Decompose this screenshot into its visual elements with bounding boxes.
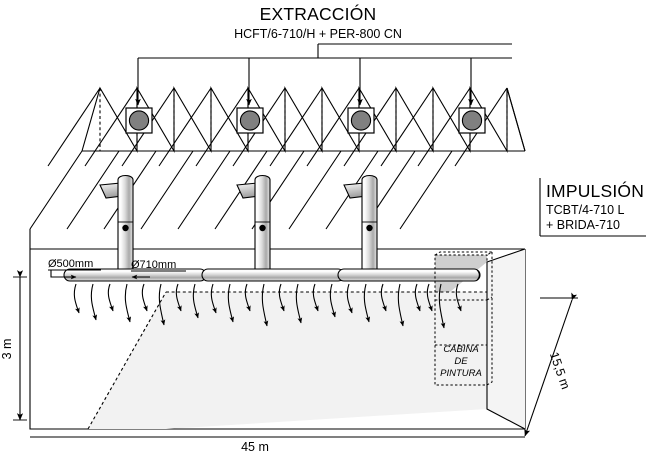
dimension-depth: 15,5 m [524, 292, 578, 437]
booth-outline-top [434, 251, 494, 256]
supply-column-2 [236, 174, 271, 277]
extraction-manifold [135, 57, 512, 106]
supply-node-2 [259, 224, 266, 232]
supply-columns [99, 174, 378, 277]
duct-branch-leader [50, 270, 77, 280]
height-dim-text: 3 m [0, 339, 14, 360]
fan-unit-2 [236, 107, 264, 134]
building-volume [29, 229, 526, 430]
booth-label-line3: PINTURA [440, 368, 482, 379]
booth-label-line1: CABINA [443, 344, 478, 355]
impulsion-label-group: IMPULSIÓN TCBT/4-710 L + BRIDA-710 [539, 178, 646, 237]
supply-node-3 [366, 224, 373, 232]
extraction-title: EXTRACCIÓN [260, 3, 377, 24]
duct-run-2 [201, 268, 345, 282]
booth-shelf-edge [486, 296, 493, 301]
duct-body-2 [201, 268, 345, 282]
paint-booth: CABINA DE PINTURA [434, 251, 494, 386]
roof-right-end [506, 87, 526, 152]
depth-dim-line [524, 292, 578, 437]
floor-plane [88, 292, 487, 429]
fan-unit-3 [347, 107, 375, 134]
booth-outline-front [434, 254, 488, 386]
duct-branch-label: Ø500mm [48, 258, 93, 270]
depth-dim-text: 15,5 m [547, 350, 573, 391]
booth-label-line2: DE [454, 356, 468, 367]
booth-outline-side [486, 252, 493, 386]
fan-unit-4 [458, 107, 486, 134]
sawtooth-roof [29, 85, 526, 230]
duct-main-label: Ø710mm [131, 259, 176, 271]
right-wall-plane [487, 249, 525, 429]
airflow-arrows [73, 283, 462, 329]
duct-cap-3 [476, 269, 480, 281]
extraction-fan-units [125, 107, 486, 134]
extraction-label-group: EXTRACCIÓN HCFT/6-710/H + PER-800 CN [234, 3, 512, 58]
duct-body-3 [337, 268, 481, 282]
length-dim-text: 45 m [241, 440, 269, 453]
duct-run-3 [337, 268, 481, 282]
floor-left-hidden-edge [87, 291, 167, 430]
roof-hidden-posts [99, 88, 508, 151]
dimension-length: 45 m [30, 436, 525, 453]
extraction-spec: HCFT/6-710/H + PER-800 CN [234, 27, 402, 41]
dimension-height: 3 m [0, 270, 27, 421]
impulsion-title: IMPULSIÓN [546, 180, 644, 201]
supply-node-1 [122, 224, 129, 232]
supply-column-3 [343, 174, 378, 277]
impulsion-spec-2: + BRIDA-710 [546, 218, 620, 232]
distribution-ducts [63, 268, 481, 282]
supply-column-1 [99, 174, 134, 277]
impulsion-spec-1: TCBT/4-710 L [546, 203, 625, 217]
fan-unit-1 [125, 107, 153, 134]
duct-callouts: Ø500mm Ø710mm [48, 258, 186, 280]
right-wall-outline [486, 248, 526, 430]
